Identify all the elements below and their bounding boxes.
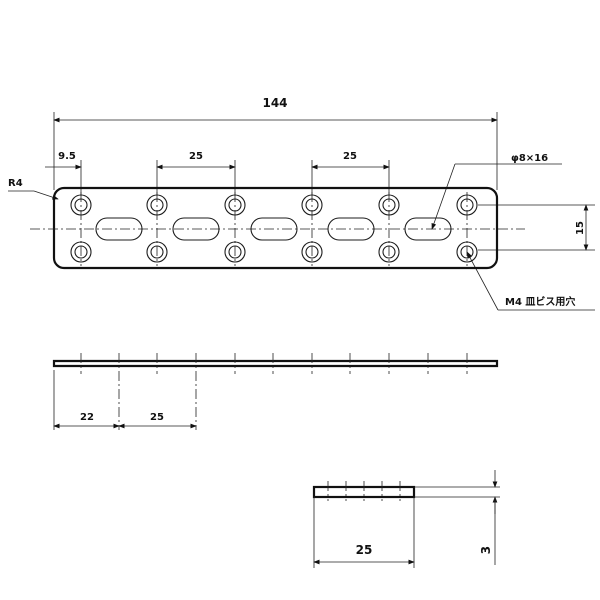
screw-hole [378, 241, 400, 263]
side-hole-marks [80, 353, 468, 430]
screw-hole [146, 241, 168, 263]
slot [172, 217, 220, 241]
screw-hole [146, 194, 168, 216]
plate-side-profile [52, 359, 499, 368]
slot-size-label: φ8×16 [511, 153, 548, 164]
corner-radius-callout: R4 [8, 178, 59, 200]
end-view: 25 3 [312, 470, 500, 568]
edge-to-hole-dimension: 9.5 [45, 151, 82, 195]
screw-note-label: M4 皿ビス用穴 [505, 295, 575, 308]
holes-top-row [70, 194, 478, 216]
side-view: 22 25 [52, 353, 499, 430]
screw-hole [301, 194, 323, 216]
vertical-spacing-label: 15 [575, 221, 586, 235]
vertical-spacing-dimension: 15 [478, 204, 595, 251]
side-edge-label: 22 [80, 412, 94, 423]
holes-bottom-row [70, 241, 478, 263]
end-hole-marks [327, 481, 401, 501]
side-pitch-label: 25 [150, 412, 164, 423]
overall-length-dimension: 144 [53, 96, 498, 190]
pitch-left-dimension: 25 [156, 151, 236, 195]
pitch-right-label: 25 [343, 151, 357, 162]
corner-radius-label: R4 [8, 178, 23, 189]
slots [95, 217, 452, 241]
edge-to-hole-label: 9.5 [58, 151, 76, 162]
slot [95, 217, 143, 241]
screw-note-callout: M4 皿ビス用穴 [466, 251, 595, 311]
plate-outline [52, 186, 499, 270]
screw-hole [456, 194, 478, 216]
slot [327, 217, 375, 241]
slot [250, 217, 298, 241]
screw-hole [378, 194, 400, 216]
overall-length-label: 144 [262, 96, 287, 110]
end-width-label: 25 [356, 543, 373, 557]
slot [404, 217, 452, 241]
screw-hole [301, 241, 323, 263]
hole-centerlines [80, 192, 468, 266]
screw-hole [224, 194, 246, 216]
screw-hole [70, 194, 92, 216]
screw-hole [70, 241, 92, 263]
screw-hole [456, 241, 478, 263]
screw-hole [224, 241, 246, 263]
pitch-left-label: 25 [189, 151, 203, 162]
end-thickness-label: 3 [479, 546, 493, 554]
top-view: 144 9.5 25 25 R4 φ8× [8, 96, 595, 311]
pitch-right-dimension: 25 [311, 151, 390, 195]
